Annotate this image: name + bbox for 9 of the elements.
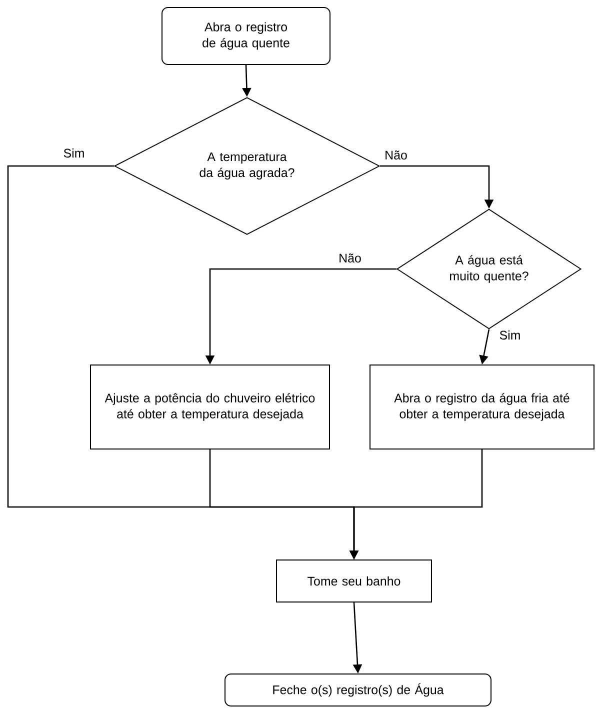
- edge-label: Sim: [62, 147, 86, 159]
- terminal-box: Abra o registro de água quente: [162, 7, 330, 65]
- terminal-box: Feche o(s) registro(s) de Água: [224, 674, 492, 706]
- process-box: Tome seu banho: [276, 560, 432, 602]
- edge-label: Não: [338, 252, 362, 264]
- edge-label: Não: [384, 149, 408, 161]
- process-box: Ajuste a potência do chuveiro elétrico até obter a temperatura desejada: [90, 364, 330, 450]
- edge-label: Sim: [498, 329, 522, 341]
- process-box: Abra o registro da água fria até obter a temperatura desejada: [370, 364, 594, 450]
